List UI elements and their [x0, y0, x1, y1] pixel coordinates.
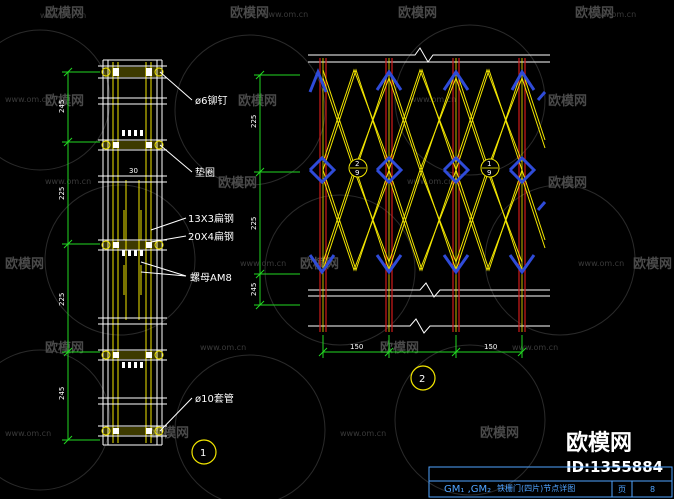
- watermark-text: 欧模网: [5, 256, 44, 272]
- detail-1-number: 1: [200, 448, 206, 459]
- callout-b-top: 1: [487, 160, 491, 168]
- watermark-text: 欧模网: [633, 256, 672, 272]
- callout-a-top: 2: [355, 160, 359, 168]
- dimension-text: 245: [58, 100, 66, 113]
- brand-stamp: 欧模网 ID:1355884: [566, 430, 663, 476]
- detail-2-callout-b: 1 9: [480, 158, 500, 178]
- detail-1-number-circle: [191, 439, 217, 465]
- detail-2-joints: [308, 67, 547, 275]
- watermark-url: www.om.cn: [512, 343, 558, 352]
- label-flat-steel-b: 20X4扁钢: [188, 230, 234, 243]
- dimension-text: 245: [58, 387, 66, 400]
- brand-name: 欧模网: [566, 430, 632, 456]
- watermark-text: 欧模网: [45, 5, 84, 21]
- detail-2-dimension-horizontal: [318, 335, 527, 358]
- detail-1-leaders: [140, 71, 193, 432]
- dimension-text: 245: [250, 283, 258, 296]
- title-code: GM₁ ,GM₂: [444, 484, 491, 495]
- watermark-text: 欧模网: [218, 175, 257, 191]
- watermark-url: www.om.cn: [240, 259, 286, 268]
- watermark-text: 欧模网: [548, 175, 587, 191]
- detail-1-frame: [102, 59, 163, 446]
- callout-a-bottom: 9: [355, 169, 359, 177]
- detail-2-posts: [319, 58, 526, 332]
- dimension-text: 150: [350, 343, 363, 351]
- dimension-text: 225: [58, 293, 66, 306]
- watermark-text: 欧模网: [380, 340, 419, 356]
- label-flat-steel-a: 13X3扁钢: [188, 212, 234, 225]
- detail-1-rivet-assemblies: [98, 65, 167, 437]
- label-nut: 螺母AM8: [190, 272, 232, 284]
- center-dimension-text: 30: [129, 167, 138, 175]
- label-washer: 垫圈: [195, 166, 215, 179]
- label-sleeve: ø10套管: [195, 392, 234, 405]
- watermark-url: www.om.cn: [340, 429, 386, 438]
- watermark-text: 欧模网: [398, 5, 437, 21]
- watermark-url: www.om.cn: [40, 11, 86, 20]
- watermark-text: 欧模网: [480, 425, 519, 441]
- watermark-text: 欧模网: [548, 93, 587, 109]
- watermark-url: www.om.cn: [262, 10, 308, 19]
- dimension-text: 225: [250, 217, 258, 230]
- page-number: 8: [650, 485, 655, 494]
- watermark-url: www.om.cn: [407, 177, 453, 186]
- title-text: 铁栅门(四片)节点详图: [497, 483, 575, 493]
- watermark-text: 欧模网: [45, 93, 84, 109]
- detail-2-rails: [308, 47, 550, 334]
- watermark-url: www.om.cn: [590, 10, 636, 19]
- detail-2-callout-a: 2 9: [348, 158, 368, 178]
- watermark-text: 欧模网: [575, 5, 614, 21]
- watermark-text: 欧模网: [45, 340, 84, 356]
- watermark-url: www.om.cn: [5, 95, 51, 104]
- detail-2-dimension-vertical: [254, 70, 300, 310]
- dimension-text: 150: [484, 343, 497, 351]
- detail-2-post-centers: [322, 58, 523, 332]
- label-rivet: ø6铆钉: [195, 94, 227, 107]
- watermark-text: 欧模网: [150, 425, 189, 441]
- detail-1-inner-bars: [112, 62, 152, 443]
- page-label: 页: [618, 485, 626, 494]
- watermark-text: 欧模网: [238, 93, 277, 109]
- watermark-text: 欧模网: [230, 5, 269, 21]
- detail-2-number-circle: [410, 365, 436, 391]
- dimension-text: 225: [58, 187, 66, 200]
- detail-2-number: 2: [419, 374, 425, 385]
- watermark-circles: [0, 24, 636, 499]
- detail-1-section: 245 225 225 245: [58, 59, 234, 465]
- watermark-url: www.om.cn: [5, 429, 51, 438]
- dimension-text: 225: [250, 115, 258, 128]
- watermark-url: www.om.cn: [410, 95, 456, 104]
- detail-1-dimension-line: [62, 67, 100, 445]
- title-block: GM₁ ,GM₂ 铁栅门(四片)节点详图 页 8: [428, 466, 673, 498]
- watermark-url: www.om.cn: [578, 259, 624, 268]
- detail-2-elevation: 225 225 245: [250, 47, 550, 391]
- callout-b-bottom: 9: [487, 169, 491, 177]
- watermark-layer: 欧模网 欧模网 欧模网 欧模网 www.om.cn www.om.cn www.…: [0, 5, 672, 499]
- watermark-url: www.om.cn: [200, 343, 246, 352]
